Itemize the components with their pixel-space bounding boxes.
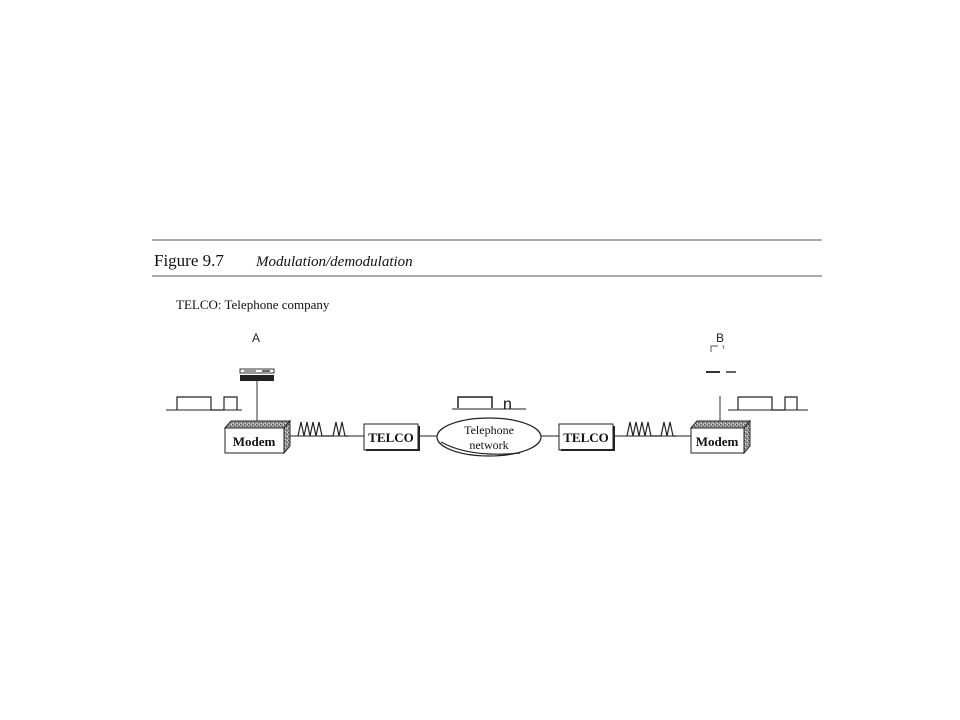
network-label-line2: network bbox=[469, 438, 508, 452]
right-telco-label: TELCO bbox=[563, 430, 609, 445]
left-modem-box: Modem bbox=[223, 419, 292, 455]
left-modem-label: Modem bbox=[233, 434, 276, 449]
legend-text: TELCO: Telephone company bbox=[176, 297, 330, 312]
left-telco-box: TELCO bbox=[363, 423, 420, 451]
right-modem-box: Modem bbox=[689, 419, 752, 455]
right-modem-label: Modem bbox=[696, 434, 739, 449]
middle-signal-letter: n bbox=[503, 396, 512, 413]
telephone-network: Telephone network bbox=[436, 417, 542, 457]
left-computer-icon bbox=[239, 368, 275, 424]
right-digital-signal bbox=[737, 396, 798, 411]
left-digital-signal bbox=[176, 396, 238, 411]
figure-number: Figure 9.7 bbox=[154, 251, 224, 270]
left-telco-label: TELCO bbox=[368, 430, 414, 445]
left-analog-signal bbox=[297, 421, 348, 437]
network-label-line1: Telephone bbox=[464, 423, 514, 437]
figure-caption: Modulation/demodulation bbox=[255, 254, 413, 270]
right-computer-icon bbox=[706, 344, 736, 424]
right-telco-box: TELCO bbox=[558, 423, 615, 451]
endpoint-b-label: B bbox=[716, 331, 724, 345]
right-analog-signal bbox=[626, 421, 676, 437]
endpoint-a-label: A bbox=[252, 331, 260, 345]
middle-digital-signal bbox=[457, 396, 493, 408]
